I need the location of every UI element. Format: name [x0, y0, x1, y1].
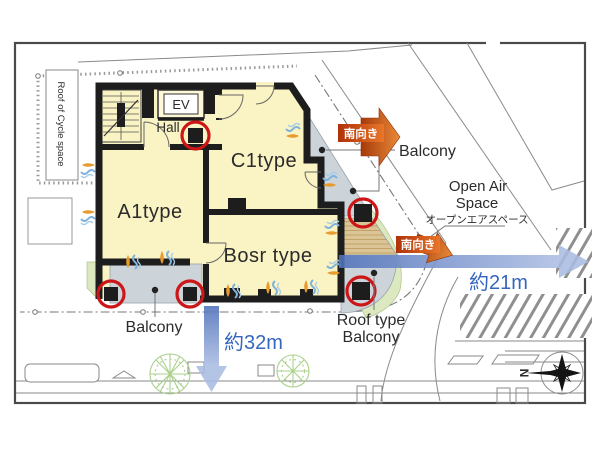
staircase [100, 89, 142, 143]
room-label-a1type: A1type [117, 201, 182, 223]
label-roof-type-balcony-1: Roof type [337, 312, 406, 329]
road-lines [16, 340, 584, 394]
label-roof-type-balcony-2: Balcony [343, 329, 400, 346]
compass-icon: N [517, 351, 584, 395]
label-ev: EV [172, 97, 190, 112]
compass-n-label: N [517, 369, 531, 378]
leader-dots [151, 146, 378, 294]
room-label-c1type: C1type [231, 150, 297, 172]
label-distance-south: 約32m [224, 331, 283, 354]
south-arrow-top: 南向き [338, 107, 401, 167]
street-tree-icon [276, 354, 310, 388]
curb-curve-inner [434, 276, 459, 402]
label-distance-east: 約21m [469, 271, 528, 294]
distance-arrow-south [196, 306, 227, 392]
frame-gap [486, 39, 500, 46]
lane-markings [447, 354, 540, 365]
label-open-air-1: Open Air [449, 178, 507, 195]
street-tree-icon [149, 353, 191, 395]
building-interior [99, 86, 341, 299]
room-label-bosr-type: Bosr type [224, 245, 313, 267]
badge-south-right: 南向き [401, 238, 436, 252]
pillars [104, 128, 372, 301]
distance-arrow-east [339, 245, 589, 278]
south-arrow-right: 南向き [396, 231, 454, 264]
room-label-hall: Hall [156, 120, 179, 135]
label-balcony-bottom: Balcony [126, 319, 183, 336]
badge-south-top: 南向き [344, 127, 379, 141]
label-open-air-2: Space [456, 195, 499, 212]
label-balcony-right: Balcony [399, 143, 456, 160]
roadside-structures [24, 197, 529, 404]
label-cycle-space: Roof of Cycle space [55, 81, 66, 166]
elevator-box: EV [157, 89, 205, 119]
door-arcs [143, 82, 322, 264]
cycle-space-area: Roof of Cycle space [45, 69, 79, 181]
pillar-highlight-circle [96, 120, 379, 309]
label-open-air-jp: オープンエアスペース [425, 214, 528, 226]
compass-needle [526, 370, 562, 376]
site-fence-line [36, 64, 298, 185]
crosswalk-hatch-bottom [460, 294, 592, 338]
